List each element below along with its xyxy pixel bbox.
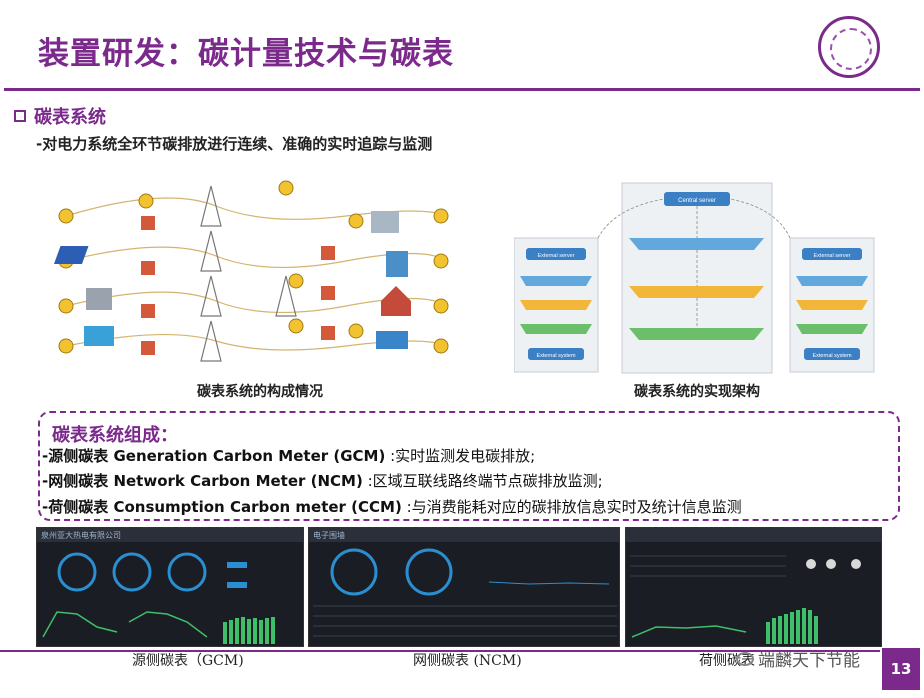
watermark-text: 端麟天下节能 — [758, 651, 860, 671]
item-desc: :区域互联线路终端节点碳排放监测; — [362, 472, 603, 490]
gcm-dashboard-graphics — [42, 552, 275, 644]
item-prefix: -荷侧碳表 — [42, 498, 114, 516]
external-server-left-label: External server — [538, 253, 575, 259]
gcm-dashboard-screenshot: 泉州亚大热电有限公司 — [36, 527, 304, 647]
title-rule — [4, 88, 920, 91]
external-server-right-label: External server — [814, 253, 851, 259]
item-desc: :与消费能耗对应的碳排放信息实时及统计信息监测 — [401, 498, 742, 516]
ncm-dashboard-screenshot: 电子围墙 — [308, 527, 620, 647]
external-system-right-label: External system — [812, 353, 852, 359]
composition-heading: 碳表系统组成： — [52, 425, 178, 446]
ccm-dashboard-header — [626, 528, 881, 542]
university-seal-icon — [818, 16, 880, 78]
gcm-caption: 源侧碳表（GCM) — [132, 653, 244, 669]
composition-box — [38, 411, 900, 521]
ncm-caption: 网侧碳表 (NCM) — [413, 653, 522, 669]
central-server-label: Central server — [678, 198, 716, 204]
figure-left-caption: 碳表系统的构成情况 — [197, 384, 323, 400]
ccm-dashboard-graphics — [630, 555, 861, 644]
item-name: Consumption Carbon meter (CCM) — [113, 498, 402, 516]
section-subtitle: -对电力系统全环节碳排放进行连续、准确的实时追踪与监测 — [36, 135, 433, 153]
ccm-dashboard-screenshot — [625, 527, 882, 647]
item-name: Network Carbon Meter (NCM) — [113, 472, 363, 490]
title-bar: 装置研发：碳计量技术与碳表 — [0, 0, 924, 84]
architecture-diagram: Central server External server External … — [514, 182, 875, 374]
page-number: 13 — [882, 648, 920, 690]
item-desc: :实时监测发电碳排放; — [385, 447, 536, 465]
square-bullet-icon — [14, 110, 26, 122]
composition-diagram — [53, 180, 449, 362]
composition-item-ccm: -荷侧碳表 Consumption Carbon meter (CCM) :与消… — [42, 496, 742, 517]
gcm-dashboard-header: 泉州亚大热电有限公司 — [37, 528, 303, 542]
figure-right-caption: 碳表系统的实现架构 — [634, 384, 760, 400]
watermark: 端麟天下节能 — [736, 646, 860, 671]
composition-item-gcm: -源侧碳表 Generation Carbon Meter (GCM) :实时监… — [42, 445, 535, 466]
wechat-icon — [736, 651, 754, 666]
item-prefix: -源侧碳表 — [42, 447, 114, 465]
item-name: Generation Carbon Meter (GCM) — [113, 447, 386, 465]
section-heading: 碳表系统 — [34, 107, 106, 128]
ncm-dashboard-graphics — [313, 548, 617, 637]
ncm-dashboard-header: 电子围墙 — [309, 528, 619, 542]
bottom-rule — [0, 650, 880, 652]
slide-title: 装置研发：碳计量技术与碳表 — [38, 36, 454, 72]
composition-item-ncm: -网侧碳表 Network Carbon Meter (NCM) :区域互联线路… — [42, 470, 603, 491]
external-system-left-label: External system — [536, 353, 576, 359]
item-prefix: -网侧碳表 — [42, 472, 114, 490]
section-bullet: 碳表系统 — [14, 103, 106, 129]
